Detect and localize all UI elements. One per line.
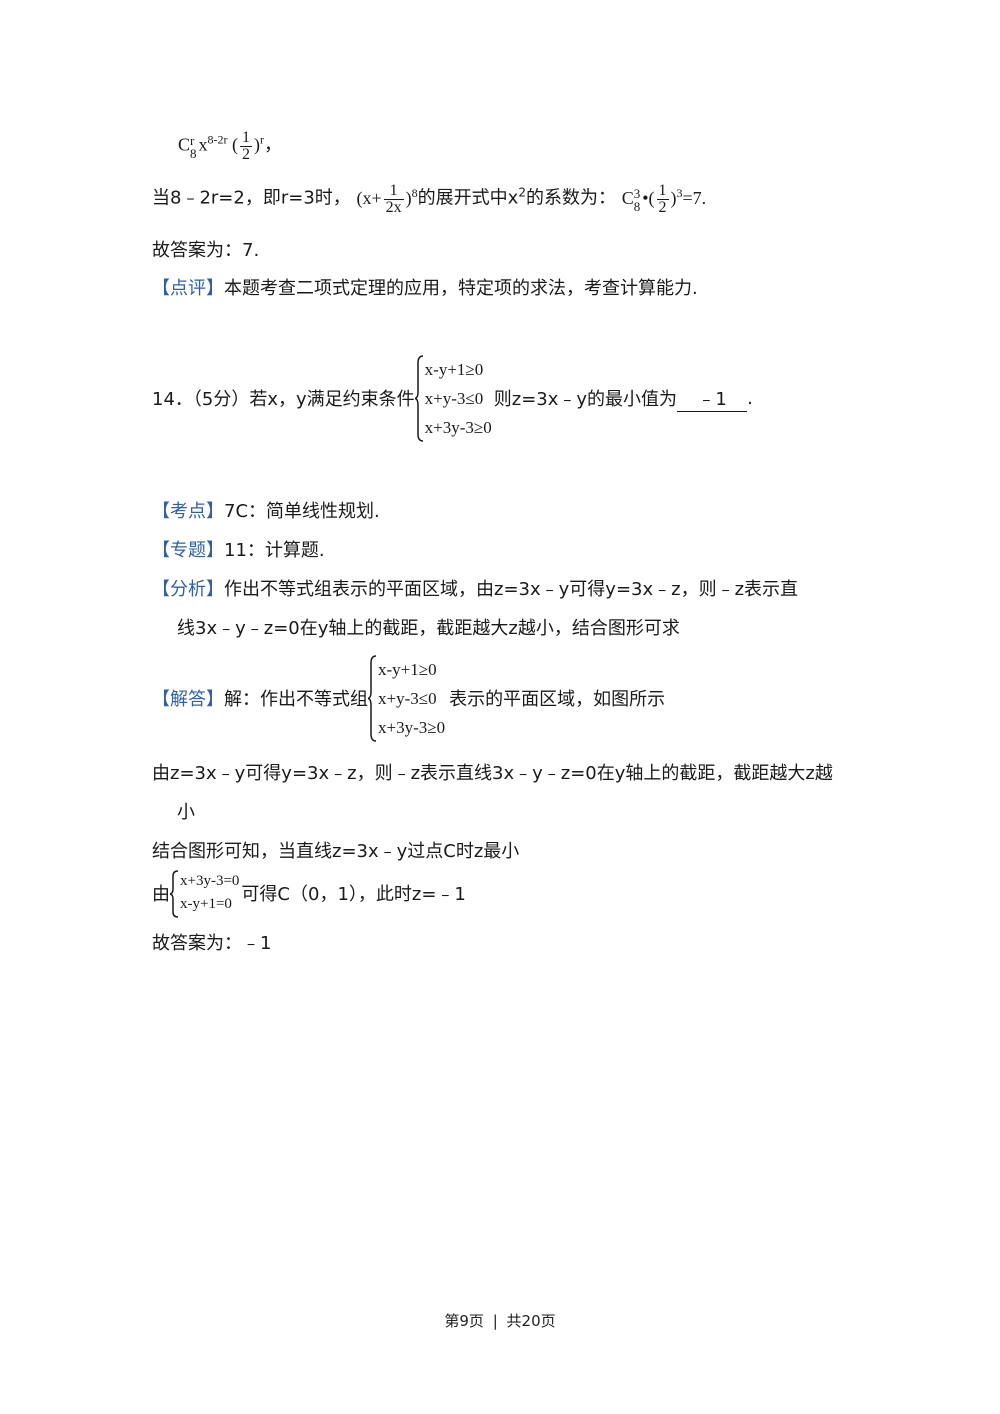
q14-mid: 则z=3x﹣y的最小值为 [493, 389, 678, 410]
comment-line: 【点评】本题考查二项式定理的应用，特定项的求法，考查计算能力. [152, 274, 698, 300]
formula-tail: ， [264, 134, 283, 155]
jieda-constraint-system: x-y+1≥0 x+y-3≤0 x+3y-3≥0 [368, 654, 446, 742]
c-symbol: C [178, 134, 191, 155]
constraint-2: x+y-3≤0 [424, 388, 484, 408]
jieda-suffix: 表示的平面区域，如图所示 [449, 689, 666, 710]
constraint-system: x-y+1≥0 x+y-3≤0 x+3y-3≥0 [414, 354, 492, 442]
jieda-constraint-3: x+3y-3≥0 [378, 717, 446, 737]
q14-end: . [747, 387, 753, 409]
line1-mid: 的展开式中x [417, 187, 519, 209]
x-variable: x [198, 134, 208, 155]
jieda-constraint-2: x+y-3≤0 [378, 688, 437, 708]
solution-line-2: 结合图形可知，当直线z=3x﹣y过点C时z最小 [152, 841, 520, 862]
sol3-suffix: 可得C（0，1），此时z=﹣1 [241, 884, 466, 905]
power-r: r [260, 132, 265, 147]
x-square-exponent: 2 [518, 185, 526, 200]
c-superscript: r [190, 132, 195, 148]
c-symbol-2: C [621, 187, 634, 208]
page-footer: 第9页 | 共20页 [0, 1310, 1000, 1331]
zhuanti-tag: 【专题】 [152, 540, 224, 561]
power-3: 3 [676, 185, 683, 200]
solution-line-3: 由 x+3y-3=0 x-y+1=0 可得C（0，1），此时z=﹣1 [152, 866, 466, 920]
constraint-1: x-y+1≥0 [424, 359, 484, 379]
zhuanti-line: 【专题】11：计算题. [152, 536, 325, 562]
jieda-constraint-1: x-y+1≥0 [378, 659, 437, 679]
line1-prefix: 当8﹣2r=2，即r=3时， [152, 187, 351, 209]
fenxi-line-2: 线3x﹣y﹣z=0在y轴上的截距，截距越大z越小，结合图形可求 [177, 618, 680, 639]
final-answer-line: 故答案为：﹣1 [152, 933, 272, 954]
c-top: 3 [633, 185, 641, 201]
question-14: 14．（5分）若x，y满足约束条件 x-y+1≥0 x+y-3≤0 x+3y-3… [152, 352, 753, 444]
solution-line-1-wrap: 小 [177, 802, 195, 823]
kaodian-tag: 【考点】 [152, 501, 224, 522]
paren-open: (x+ [356, 187, 382, 208]
zhuanti-text: 11：计算题. [224, 540, 325, 561]
kaodian-line: 【考点】7C：简单线性规划. [152, 497, 380, 523]
constraint-3: x+3y-3≥0 [424, 417, 492, 437]
jieda-prefix: 解：作出不等式组 [224, 689, 368, 710]
power-8: 8 [411, 185, 418, 200]
answer-line-prev: 故答案为：7. [152, 240, 260, 261]
kaodian-text: 7C：简单线性规划. [224, 501, 380, 522]
sol3-prefix: 由 [152, 884, 170, 905]
line1-mid2: 的系数为： [525, 187, 616, 209]
jieda-line: 【解答】解：作出不等式组 x-y+1≥0 x+y-3≤0 x+3y-3≥0 表示… [152, 654, 665, 742]
c-subscript: 8 [190, 145, 197, 161]
current-page: 第9页 [444, 1312, 484, 1330]
x-exponent: 8-2r [207, 132, 228, 147]
total-pages: 共20页 [506, 1312, 556, 1330]
line1-end: =7. [682, 187, 707, 208]
comment-tag: 【点评】 [152, 278, 224, 299]
equation-1: x+3y-3=0 [180, 873, 240, 889]
fenxi-line-1: 【分析】作出不等式组表示的平面区域，由z=3x﹣y可得y=3x﹣z，则﹣z表示直 [152, 575, 798, 601]
fenxi-text-1: 作出不等式组表示的平面区域，由z=3x﹣y可得y=3x﹣z，则﹣z表示直 [224, 579, 799, 600]
equation-system: x+3y-3=0 x-y+1=0 [170, 870, 240, 918]
multiply-dot: • [642, 187, 649, 208]
footer-separator: | [492, 1312, 498, 1330]
q14-prefix: 14．（5分）若x，y满足约束条件 [152, 389, 415, 410]
c-bottom: 8 [633, 198, 641, 214]
solution-line-1: 由z=3x﹣y可得y=3x﹣z，则﹣z表示直线3x﹣y﹣z=0在y轴上的截距，截… [152, 763, 833, 784]
equation-2: x-y+1=0 [180, 896, 232, 912]
paren-close: ) [405, 187, 412, 208]
comment-text: 本题考查二项式定理的应用，特定项的求法，考查计算能力. [224, 278, 698, 299]
answer-blank: ﹣1 [677, 385, 748, 412]
jieda-tag: 【解答】 [152, 689, 224, 710]
fenxi-tag: 【分析】 [152, 579, 224, 600]
